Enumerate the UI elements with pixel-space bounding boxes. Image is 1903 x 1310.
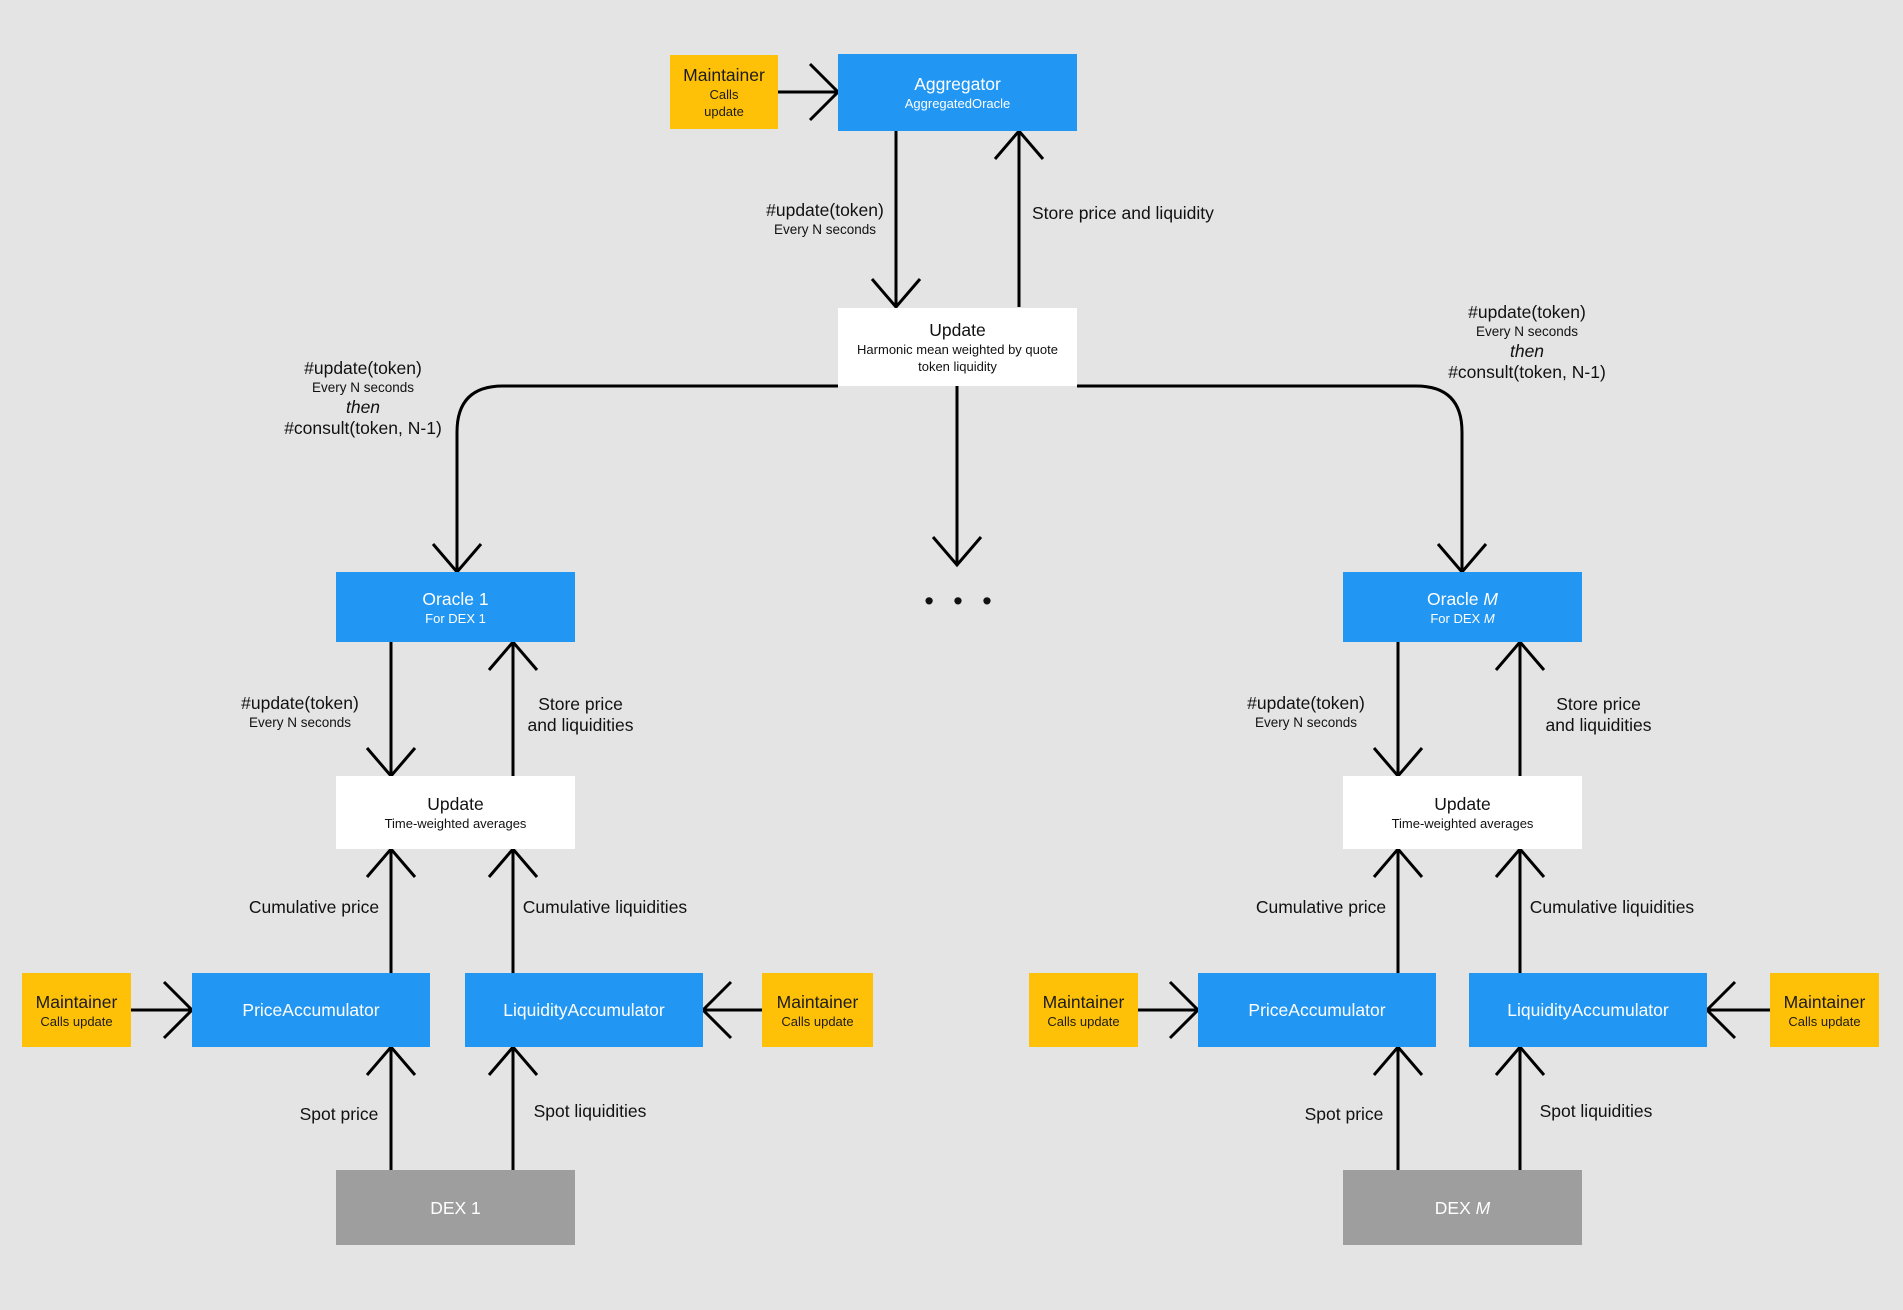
update-twa-right-title: Update <box>1434 794 1491 814</box>
arrow-dexm-to-priceacc <box>1372 1044 1424 1170</box>
arrow-liqacc-to-update-right <box>1494 846 1546 973</box>
arrow-dex1-to-priceacc <box>365 1044 417 1170</box>
label-cumulative-liquidities-right: Cumulative liquidities <box>1529 897 1695 917</box>
label-spot-price-left: Spot price <box>299 1104 379 1124</box>
oracle-1-title: Oracle 1 <box>422 588 489 609</box>
label-branch-left: #update(token) Every N seconds then #con… <box>284 358 442 438</box>
arrow-update-to-oraclem-up <box>1494 639 1546 776</box>
arrow-maintainer-to-liqacc-right <box>1704 980 1770 1040</box>
update-harmonic-subtitle: Harmonic mean weighted by quote token li… <box>857 342 1058 374</box>
oracle-m-node: Oracle M For DEX M <box>1343 572 1582 642</box>
maintainer-top-subtitle: Calls update <box>704 87 744 119</box>
maintainer-liqacc-right-node: Maintainer Calls update <box>1770 973 1879 1047</box>
label-oraclem-update-call: #update(token) Every N seconds <box>1247 693 1365 730</box>
update-twa-left-subtitle: Time-weighted averages <box>384 816 527 831</box>
label-oracle1-store: Store price and liquidities <box>527 694 634 735</box>
liquidity-accumulator-right-node: LiquidityAccumulator <box>1469 973 1707 1047</box>
oracle-m-title-var: M <box>1483 588 1498 609</box>
maintainer-top-node: Maintainer Calls update <box>670 55 778 129</box>
arrow-maintainer-to-liqacc-left <box>700 980 762 1040</box>
oracle-m-subtitle: For DEX M <box>1412 610 1512 627</box>
label-cumulative-price-right: Cumulative price <box>1255 897 1387 917</box>
ellipsis-more-oracles: • • • <box>924 586 998 616</box>
arrow-liqacc-to-update-left <box>487 846 539 973</box>
label-spot-price-right: Spot price <box>1304 1104 1384 1124</box>
label-store-price-liquidity: Store price and liquidity <box>1032 203 1214 223</box>
dex-m-node: DEX M <box>1343 1170 1582 1245</box>
arrow-maintainer-to-priceacc-left <box>131 980 195 1040</box>
price-accumulator-left-node: PriceAccumulator <box>192 973 430 1047</box>
label-spot-liquidities-right: Spot liquidities <box>1539 1101 1653 1121</box>
oracle-m-subtitle-prefix: For DEX <box>1430 610 1484 626</box>
dex-1-label: DEX 1 <box>430 1197 481 1218</box>
arrow-branch-left-to-oracle1 <box>431 384 838 575</box>
update-harmonic-node: Update Harmonic mean weighted by quote t… <box>838 308 1077 386</box>
arrow-update-to-aggregator-up <box>993 128 1045 307</box>
dex-m-label: DEX M <box>1435 1197 1490 1219</box>
oracle-m-title: Oracle M <box>1427 588 1498 610</box>
oracle-m-subtitle-var: M <box>1483 610 1495 626</box>
arrow-update-center-down <box>931 386 983 568</box>
arrow-update-to-oracle1-up <box>487 639 539 776</box>
liquidity-accumulator-left-node: LiquidityAccumulator <box>465 973 703 1047</box>
arrow-branch-right-to-oraclem <box>1077 384 1488 575</box>
arrow-priceacc-to-update-right <box>1372 846 1424 973</box>
label-cumulative-price-left: Cumulative price <box>248 897 380 917</box>
arrow-dexm-to-liqacc <box>1494 1044 1546 1170</box>
oracle-m-title-prefix: Oracle <box>1427 588 1484 609</box>
arrow-dex1-to-liqacc <box>487 1044 539 1170</box>
label-spot-liquidities-left: Spot liquidities <box>533 1101 647 1121</box>
arrow-maintainer-to-priceacc-right <box>1138 980 1201 1040</box>
dex-m-label-prefix: DEX <box>1434 1197 1476 1218</box>
arrow-maintainer-to-aggregator <box>778 62 841 122</box>
arrow-priceacc-to-update-left <box>365 846 417 973</box>
aggregator-title: Aggregator <box>914 74 1001 94</box>
maintainer-top-title: Maintainer <box>683 65 765 85</box>
update-harmonic-title: Update <box>929 320 986 340</box>
arrow-aggregator-to-update-down <box>870 131 922 310</box>
dex-m-label-var: M <box>1475 1197 1491 1218</box>
maintainer-liqacc-left-node: Maintainer Calls update <box>762 973 873 1047</box>
label-branch-right: #update(token) Every N seconds then #con… <box>1448 302 1606 382</box>
maintainer-priceacc-right-node: Maintainer Calls update <box>1029 973 1138 1047</box>
update-twa-right-subtitle: Time-weighted averages <box>1391 816 1534 831</box>
update-twa-right-node: Update Time-weighted averages <box>1343 776 1582 849</box>
price-accumulator-right-node: PriceAccumulator <box>1198 973 1436 1047</box>
label-oracle1-update-call: #update(token) Every N seconds <box>241 693 359 730</box>
oracle-1-node: Oracle 1 For DEX 1 <box>336 572 575 642</box>
dex-1-node: DEX 1 <box>336 1170 575 1245</box>
label-aggregator-update-call: #update(token) Every N seconds <box>766 200 884 237</box>
aggregator-subtitle: AggregatedOracle <box>904 96 1011 111</box>
oracle-1-subtitle: For DEX 1 <box>425 610 486 626</box>
update-twa-left-title: Update <box>427 794 484 814</box>
label-cumulative-liquidities-left: Cumulative liquidities <box>522 897 688 917</box>
label-oraclem-store: Store price and liquidities <box>1545 694 1652 735</box>
maintainer-priceacc-left-node: Maintainer Calls update <box>22 973 131 1047</box>
aggregator-node: Aggregator AggregatedOracle <box>838 54 1077 131</box>
update-twa-left-node: Update Time-weighted averages <box>336 776 575 849</box>
